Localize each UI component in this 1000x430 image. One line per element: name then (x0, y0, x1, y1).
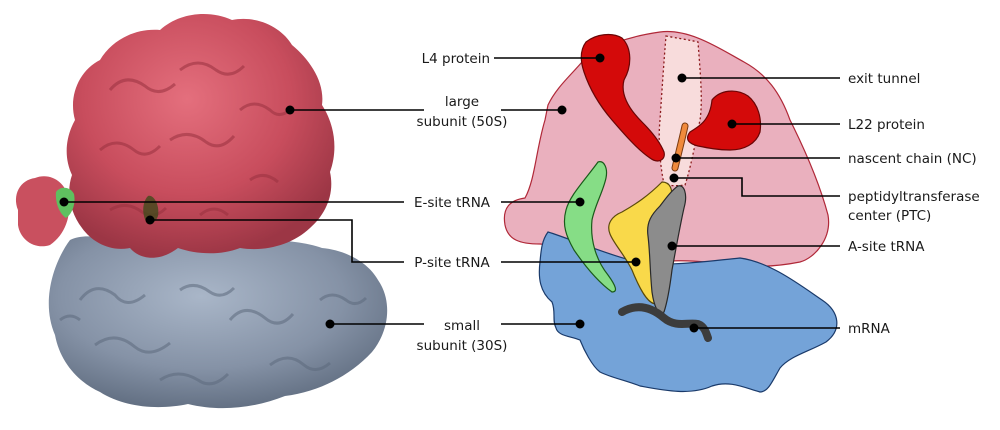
labels: large subunit (50S) E-site tRNA P-site t… (414, 51, 980, 354)
label-e-site: E-site tRNA (414, 195, 491, 211)
ribosome-schematic (503, 30, 838, 393)
large-subunit-texture (99, 61, 294, 217)
label-p-site: P-site tRNA (414, 255, 490, 271)
label-ptc-1: peptidyltransferase (848, 189, 980, 205)
label-l22: L22 protein (848, 117, 925, 133)
label-small-subunit-2: subunit (30S) (417, 338, 508, 354)
leader-lines (59, 53, 840, 333)
label-large-subunit-1: large (445, 94, 479, 110)
label-small-subunit-1: small (444, 318, 480, 334)
stalk-render (15, 176, 70, 247)
label-large-subunit-2: subunit (50S) (417, 114, 508, 130)
l22-protein-shape (686, 90, 762, 151)
label-exit-tunnel: exit tunnel (848, 71, 920, 87)
mrna-shape (618, 303, 712, 342)
label-ptc-2: center (PTC) (848, 208, 931, 224)
label-nascent-chain: nascent chain (NC) (848, 151, 977, 167)
e-site-trna-shape (563, 161, 617, 293)
small-subunit-texture (59, 284, 368, 386)
label-mrna: mRNA (848, 321, 891, 337)
ribosome-render (15, 14, 388, 409)
nascent-chain-core (672, 123, 688, 171)
l4-protein-shape (580, 33, 665, 162)
leader-p-site-left (150, 219, 404, 263)
leader-ptc (674, 177, 840, 197)
large-subunit-render (66, 14, 335, 258)
exit-tunnel-shape (658, 35, 702, 187)
label-a-site: A-site tRNA (848, 239, 925, 255)
label-l4: L4 protein (422, 51, 490, 67)
small-subunit-shape (538, 231, 838, 393)
